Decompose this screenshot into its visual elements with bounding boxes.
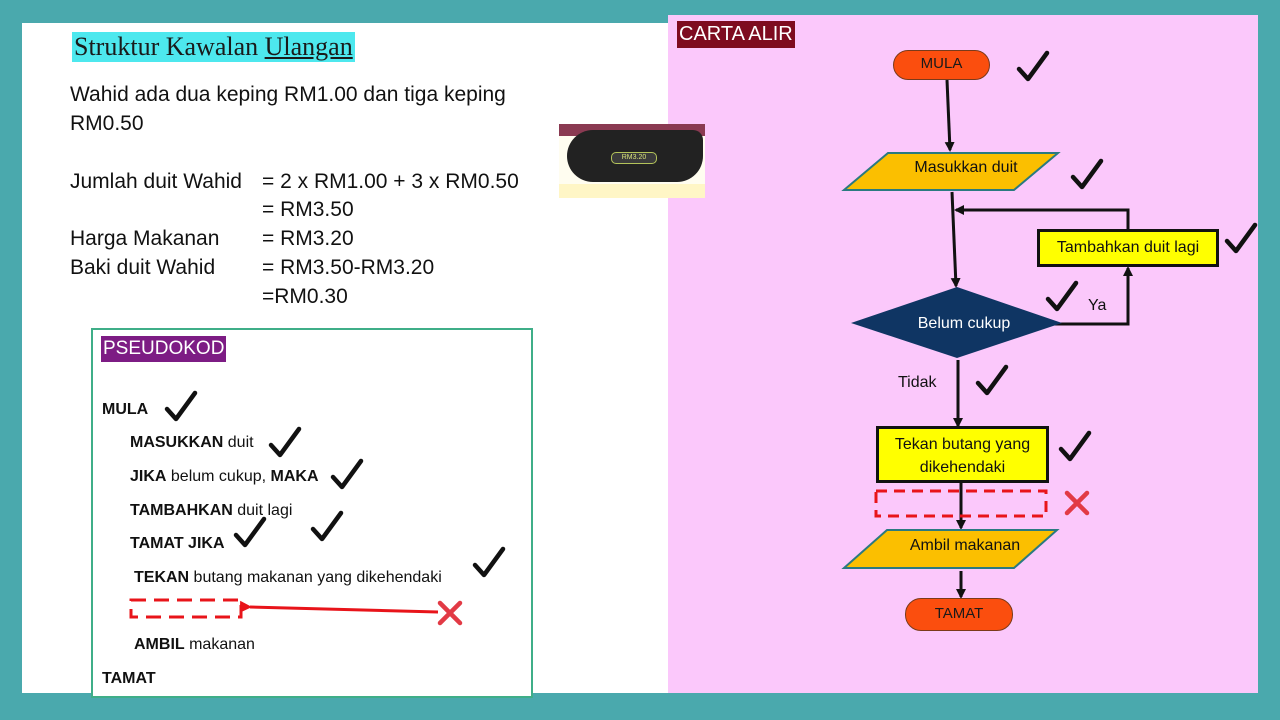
press-button-box: Tekan butang yang dikehendaki [876, 426, 1049, 483]
pseudocode-heading: PSEUDOKOD [101, 336, 227, 362]
keyword: TAMAT JIKA [130, 535, 225, 552]
price-tag-photo: RM3.20 [559, 124, 705, 198]
keyword: TAMAT [102, 670, 156, 687]
keyword: MASUKKAN [130, 434, 224, 451]
calc-row-value: = RM3.50 [262, 198, 354, 221]
decision-label: Belum cukup [917, 315, 1011, 332]
pseudo-text: duit [223, 434, 254, 451]
check-mark-icon [1070, 158, 1104, 190]
end-terminal: TAMAT [905, 598, 1013, 631]
pseudo-text: belum cukup, [166, 468, 271, 485]
check-mark-icon [1058, 430, 1092, 462]
calc-row-label: Harga Makanan [70, 227, 220, 250]
pseudo-text: makanan [184, 636, 255, 653]
pseudo-line-tekan: TEKAN butang makanan yang dikehendaki [134, 569, 442, 587]
press-button-label: Tekan butang yang dikehendaki [894, 436, 1031, 476]
photo-bottom [559, 184, 705, 198]
price-tag-label: RM3.20 [611, 152, 657, 164]
check-mark-icon [233, 516, 267, 548]
title-underlined: Ulangan [264, 32, 353, 61]
pseudo-line-masukkan: MASUKKAN duit [130, 434, 254, 452]
check-mark-icon [1224, 222, 1258, 254]
keyword: AMBIL [134, 636, 185, 653]
pseudo-text: duit lagi [232, 502, 293, 519]
pseudo-line-jika: JIKA belum cukup, MAKA [130, 468, 319, 486]
calc-row-label: Baki duit Wahid [70, 256, 216, 279]
pseudocode-box [91, 328, 533, 698]
keyword: TEKAN [134, 569, 190, 586]
keyword: MAKA [270, 468, 319, 485]
start-terminal: MULA [893, 50, 990, 80]
calc-row-value: =RM0.30 [262, 285, 348, 308]
pseudo-text: butang makanan yang dikehendaki [189, 569, 442, 586]
pseudo-line-tamat-jika: TAMAT JIKA [130, 535, 225, 553]
title-main: Struktur Kawalan [74, 32, 259, 61]
pseudo-line-ambil: AMBIL makanan [134, 636, 255, 654]
cross-mark-icon [437, 600, 463, 626]
problem-line-1: Wahid ada dua keping RM1.00 dan tiga kep… [70, 83, 506, 106]
keyword: JIKA [130, 468, 167, 485]
take-food-label: Ambil makanan [909, 537, 1021, 554]
flowchart-panel [668, 15, 1258, 693]
problem-line-2: RM0.50 [70, 112, 144, 135]
input-label: Masukkan duit [914, 159, 1018, 176]
keyword: MULA [102, 401, 149, 418]
calc-row-value: = RM3.20 [262, 227, 354, 250]
pseudo-line-tambahkan: TAMBAHKAN duit lagi [130, 502, 292, 520]
add-more-label: Tambahkan duit lagi [1056, 239, 1200, 256]
check-mark-icon [1045, 280, 1079, 312]
pseudo-line-tamat: TAMAT [102, 670, 156, 688]
check-mark-icon [310, 510, 344, 542]
check-mark-icon [472, 546, 506, 578]
add-more-box: Tambahkan duit lagi [1037, 229, 1219, 267]
calc-row-label: Jumlah duit Wahid [70, 170, 242, 193]
calc-row-value: = 2 x RM1.00 + 3 x RM0.50 [262, 170, 519, 193]
keyword: TAMBAHKAN [130, 502, 233, 519]
check-mark-icon [1016, 50, 1050, 82]
check-mark-icon [268, 426, 302, 458]
cross-mark-icon [1064, 490, 1090, 516]
yes-label: Ya [1088, 297, 1107, 314]
flowchart-heading: CARTA ALIR [677, 21, 795, 48]
check-mark-icon [164, 390, 198, 422]
no-label: Tidak [898, 374, 937, 391]
check-mark-icon [975, 364, 1009, 396]
check-mark-icon [330, 458, 364, 490]
end-label: TAMAT [934, 605, 984, 622]
calc-row-value: = RM3.50-RM3.20 [262, 256, 435, 279]
pseudo-line-mula: MULA [102, 401, 148, 419]
page-title: Struktur Kawalan Ulangan [72, 32, 355, 62]
start-label: MULA [920, 55, 963, 72]
